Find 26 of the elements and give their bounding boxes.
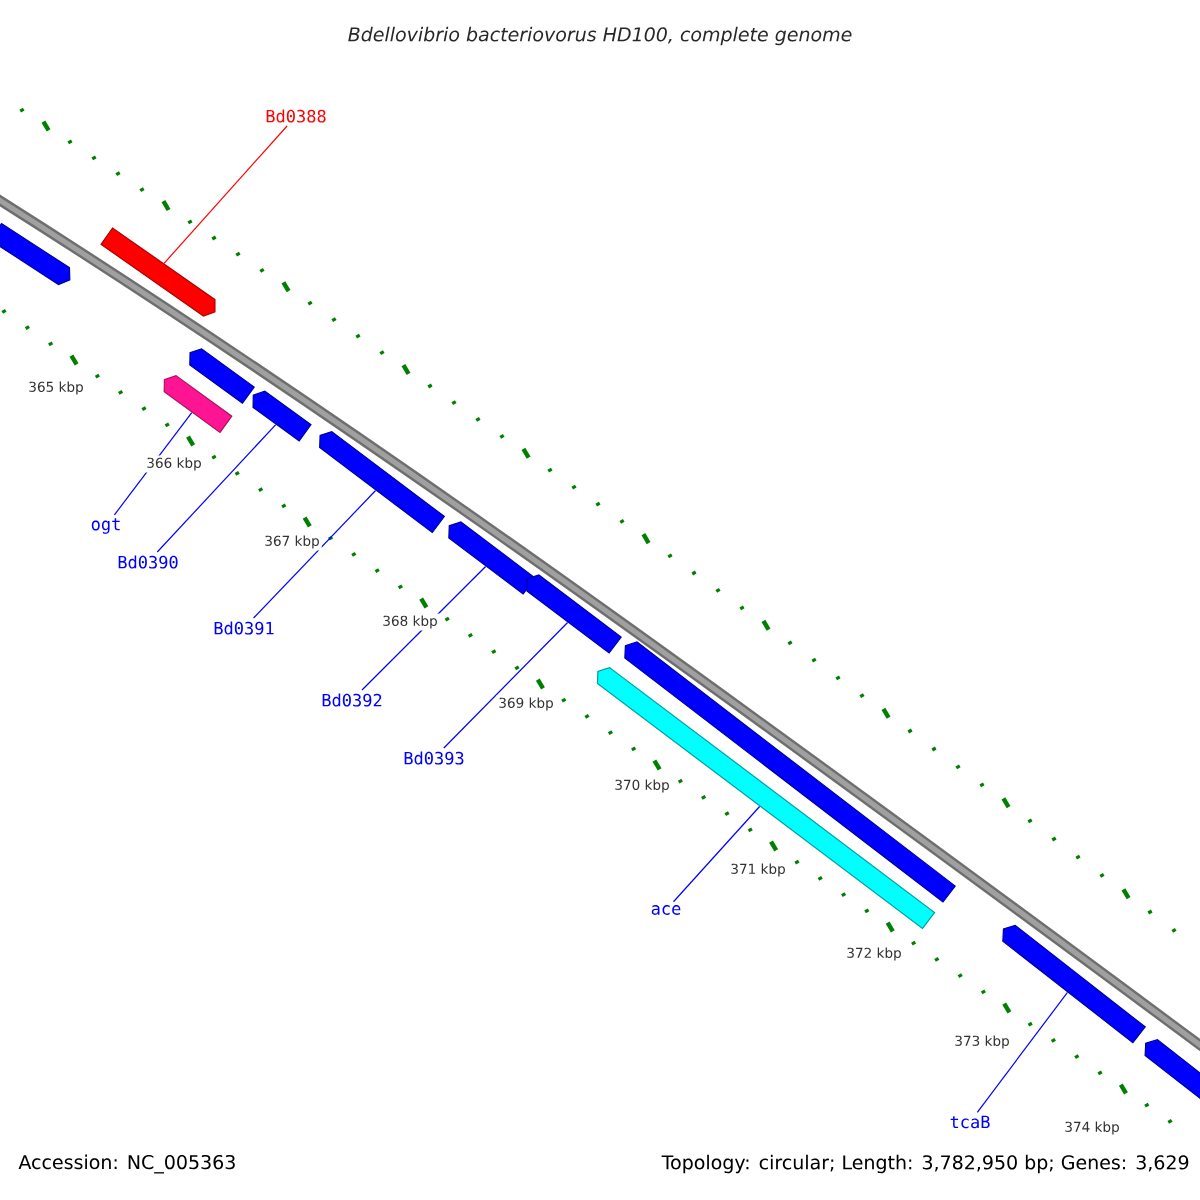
leader-line <box>361 565 487 691</box>
gene-bar <box>1144 1039 1200 1102</box>
gene-label: Bd0392 <box>322 693 382 707</box>
gene-bar <box>0 222 71 286</box>
leader-line <box>163 125 288 264</box>
footer-text: Accession: NC_005363 <box>18 1154 235 1174</box>
footer-text: Topology: circular; Length: 3,782,950 bp; Genes: 3,629 <box>661 1154 1189 1174</box>
leader-line <box>672 805 761 903</box>
gene-label: ogt <box>91 518 120 534</box>
gene-bar <box>100 227 216 317</box>
gene-label: ace <box>651 905 681 915</box>
gene-label: Bd0393 <box>404 751 464 765</box>
gene-label: Bd0390 <box>118 555 178 569</box>
gene-label: Bd0391 <box>214 621 274 635</box>
gene-label: Bd0388 <box>266 109 326 123</box>
gene-bar <box>448 521 536 595</box>
gene-bar <box>252 390 312 442</box>
leader-line <box>156 424 277 553</box>
leader-line <box>252 489 377 619</box>
gene-bar <box>596 666 936 930</box>
leader-line <box>976 991 1069 1113</box>
gene-bar <box>189 348 255 405</box>
gene-bar <box>526 574 622 654</box>
title: Bdellovibrio bacteriovorus HD100, complete genome <box>348 26 852 46</box>
leader-line <box>443 621 569 749</box>
gene-label: tcaB <box>950 1115 990 1129</box>
